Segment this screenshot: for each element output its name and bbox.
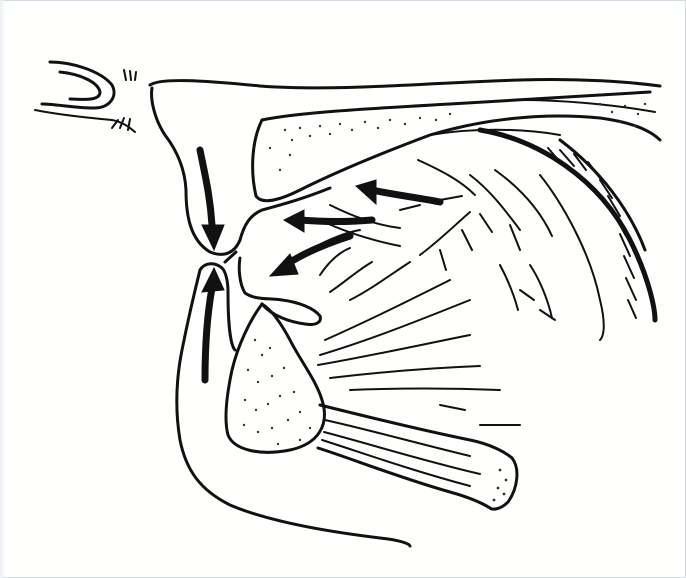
upper-left-structure <box>35 62 136 132</box>
lower-bone <box>226 304 325 452</box>
airflow-arrow-left-top <box>356 180 440 204</box>
airflow-arrow-down <box>200 150 224 250</box>
right-curved-band <box>480 130 655 340</box>
lower-tube <box>318 405 517 509</box>
airflow-arrow-up <box>202 268 224 380</box>
airflow-arrow-left-middle <box>284 210 372 232</box>
